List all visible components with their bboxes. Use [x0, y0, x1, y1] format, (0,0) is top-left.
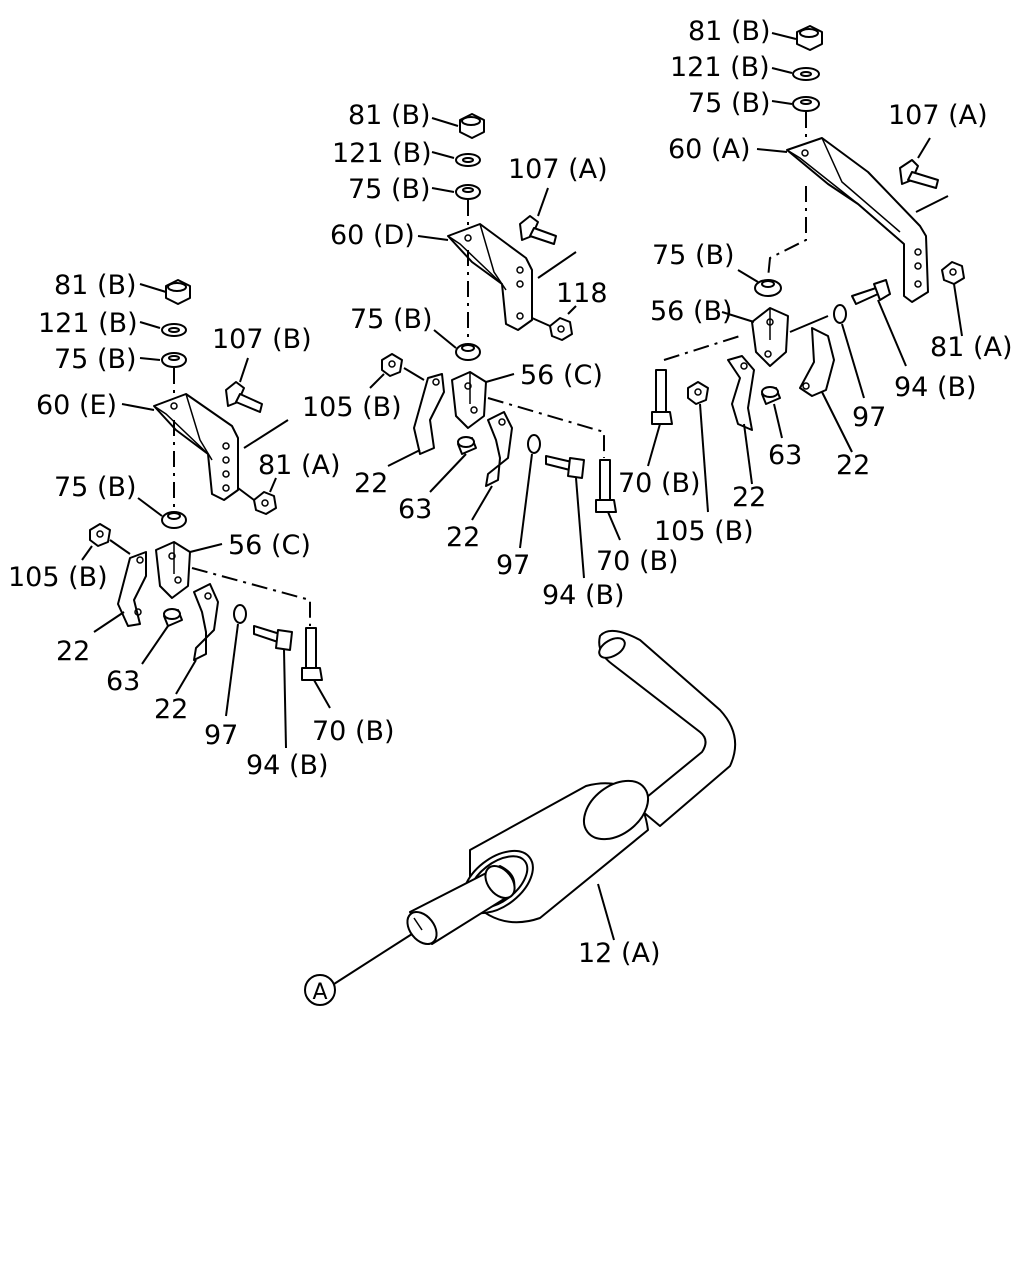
label-105b-right: 105 (B)	[654, 516, 754, 547]
bolt-94b-middle[interactable]	[545, 455, 585, 479]
spacer-63-left[interactable]	[163, 608, 183, 627]
bracket-60d[interactable]	[447, 223, 533, 331]
label-107a-right: 107 (A)	[888, 100, 988, 131]
bracket-60a[interactable]	[786, 137, 929, 303]
strap-22-right-a[interactable]	[799, 327, 835, 397]
label-105b-middle: 105 (B)	[302, 392, 402, 423]
label-56b: 56 (B)	[650, 296, 733, 327]
hanger-group-left	[81, 279, 331, 749]
label-60e: 60 (E)	[36, 390, 117, 421]
label-70b-left: 70 (B)	[312, 716, 395, 747]
label-60a: 60 (A)	[668, 134, 750, 165]
washer-75b-middle-top[interactable]	[455, 184, 481, 200]
bolt-94b-right[interactable]	[851, 279, 891, 305]
label-22-left-a: 22	[56, 636, 90, 667]
label-107a-middle: 107 (A)	[508, 154, 608, 185]
label-81a-left: 81 (A)	[258, 450, 340, 481]
washer-75b-left-top[interactable]	[161, 352, 187, 368]
nut-105b-middle[interactable]	[381, 353, 403, 377]
bolt-107a-right[interactable]	[899, 159, 939, 189]
nut-81a-left[interactable]	[253, 491, 277, 515]
strap-22-right-b[interactable]	[727, 355, 755, 431]
washer-75b-right-low[interactable]	[754, 279, 782, 297]
label-60d: 60 (D)	[330, 220, 415, 251]
washer-75b-left-low[interactable]	[161, 511, 187, 529]
label-97-middle: 97	[496, 550, 530, 581]
label-118: 118	[556, 278, 608, 309]
washer-121b-left[interactable]	[161, 323, 187, 337]
label-121b-middle: 121 (B)	[332, 138, 432, 169]
label-63-right: 63	[768, 440, 802, 471]
bracket-60e[interactable]	[153, 393, 239, 501]
label-97-right: 97	[852, 402, 886, 433]
strap-22-left-a[interactable]	[117, 551, 147, 627]
label-107b-left: 107 (B)	[212, 324, 312, 355]
washer-97-right[interactable]	[833, 304, 847, 324]
label-ref-a: A	[312, 980, 327, 1005]
clamp-56c-middle[interactable]	[451, 371, 487, 429]
nut-81b-middle[interactable]	[459, 113, 485, 139]
label-63-left: 63	[106, 666, 140, 697]
label-75b-right-top: 75 (B)	[688, 88, 771, 119]
spacer-63-right[interactable]	[761, 386, 781, 405]
label-56c-left: 56 (C)	[228, 530, 311, 561]
bolt-70b-left[interactable]	[301, 627, 323, 681]
strap-22-middle-a[interactable]	[413, 373, 445, 455]
washer-97-left[interactable]	[233, 604, 247, 624]
label-94b-left: 94 (B)	[246, 750, 329, 781]
label-75b-left-low: 75 (B)	[54, 472, 137, 503]
label-121b-right: 121 (B)	[670, 52, 770, 83]
label-12a: 12 (A)	[578, 938, 660, 969]
clamp-56b[interactable]	[751, 307, 789, 367]
label-22-middle-b: 22	[446, 522, 480, 553]
washer-75b-right-top[interactable]	[792, 96, 820, 112]
label-81a-right: 81 (A)	[930, 332, 1012, 363]
spacer-63-middle[interactable]	[457, 436, 477, 455]
label-56c-middle: 56 (C)	[520, 360, 603, 391]
bolt-94b-left[interactable]	[253, 625, 293, 651]
nut-81b-right[interactable]	[796, 25, 823, 51]
label-94b-middle: 94 (B)	[542, 580, 625, 611]
bolt-107a-middle[interactable]	[519, 215, 557, 245]
strap-22-left-b[interactable]	[193, 583, 219, 661]
nut-81a-right[interactable]	[941, 261, 965, 285]
hanger-group-right	[647, 25, 965, 513]
label-22-right-a: 22	[836, 450, 870, 481]
nut-105b-right[interactable]	[687, 381, 709, 405]
label-22-right-b: 22	[732, 482, 766, 513]
label-70b-right: 70 (B)	[618, 468, 701, 499]
label-22-left-b: 22	[154, 694, 188, 725]
washer-121b-middle[interactable]	[455, 153, 481, 167]
washer-75b-middle-low[interactable]	[455, 343, 481, 361]
nut-81b-left[interactable]	[165, 279, 191, 305]
label-81b-right: 81 (B)	[688, 16, 771, 47]
muffler-12a[interactable]	[401, 629, 737, 950]
bolt-70b-middle[interactable]	[595, 459, 617, 513]
hanger-group-middle	[369, 113, 621, 579]
strap-22-middle-b[interactable]	[485, 411, 513, 487]
label-75b-middle-low: 75 (B)	[350, 304, 433, 335]
label-70b-middle: 70 (B)	[596, 546, 679, 577]
label-75b-right-low: 75 (B)	[652, 240, 735, 271]
label-97-left: 97	[204, 720, 238, 751]
nut-118[interactable]	[549, 317, 573, 341]
label-22-middle-a: 22	[354, 468, 388, 499]
label-63-middle: 63	[398, 494, 432, 525]
label-75b-left-top: 75 (B)	[54, 344, 137, 375]
washer-121b-right[interactable]	[792, 67, 820, 81]
reference-marker-a	[304, 974, 336, 1006]
nut-105b-left[interactable]	[89, 523, 111, 547]
label-81b-left: 81 (B)	[54, 270, 137, 301]
washer-97-middle[interactable]	[527, 434, 541, 454]
label-105b-left: 105 (B)	[8, 562, 108, 593]
clamp-56c-left[interactable]	[155, 541, 191, 599]
label-94b-right: 94 (B)	[894, 372, 977, 403]
bolt-70b-right[interactable]	[651, 369, 673, 425]
label-75b-middle-top: 75 (B)	[348, 174, 431, 205]
label-121b-left: 121 (B)	[38, 308, 138, 339]
bolt-107b-left[interactable]	[225, 381, 263, 413]
label-81b-middle: 81 (B)	[348, 100, 431, 131]
